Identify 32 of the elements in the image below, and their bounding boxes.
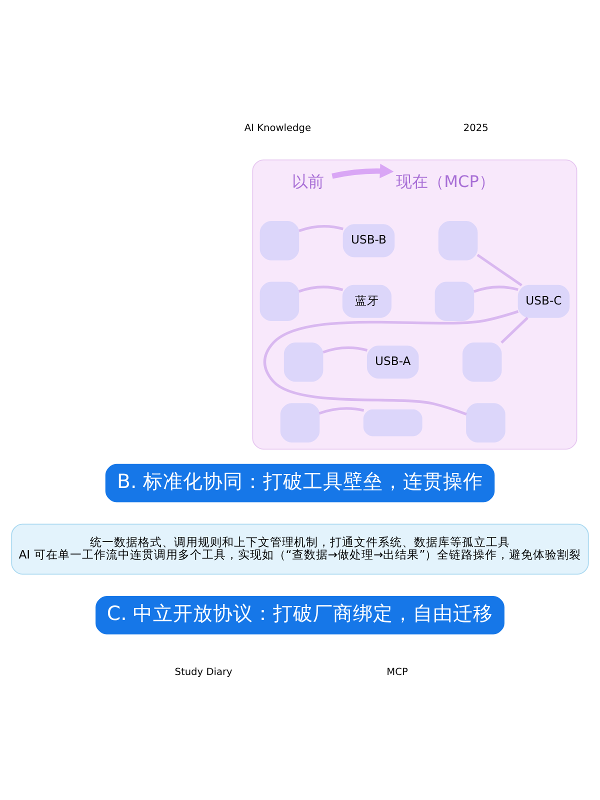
connector [298,285,344,292]
node-text: 以前 [292,172,324,191]
connector [476,253,522,286]
label: Study Diary [174,666,232,678]
node-box: USB-C [518,284,570,318]
node-box: C. 中立开放协议：打破厂商绑定，自由迁移 [96,596,504,634]
node-box: USB-A [366,345,419,378]
connector [264,310,519,415]
node-bar [363,408,422,436]
node-box [462,342,502,382]
node-box [280,402,320,442]
connector [318,406,364,414]
node-box: B. 标准化协同：打破工具壁垒，连贯操作 [105,463,495,502]
cluster [252,158,578,450]
arrow [332,163,394,178]
node-box: 统一数据格式、调用规则和上下文管理机制，打通文件系统、数据库等孤立工具 AI 可在单一工作流中连贯调用多个工具，实现如（“查数据→做处理→出结果”）全链路操作，避免体验割裂 [11,523,589,574]
node-box [260,281,300,321]
node-box: USB-B [342,224,395,257]
connector [322,346,368,354]
node-text: 现在（MCP） [396,172,495,191]
connector [500,316,528,344]
node-box [434,281,474,321]
node-box [284,342,324,382]
node-box [438,220,478,260]
label: 2025 [463,122,488,134]
connector [474,285,518,292]
node-box [466,402,506,442]
node-box [260,220,300,260]
label: AI Knowledge [244,122,312,134]
label: MCP [386,666,408,678]
connector [298,224,344,232]
node-box: 蓝牙 [342,284,392,318]
